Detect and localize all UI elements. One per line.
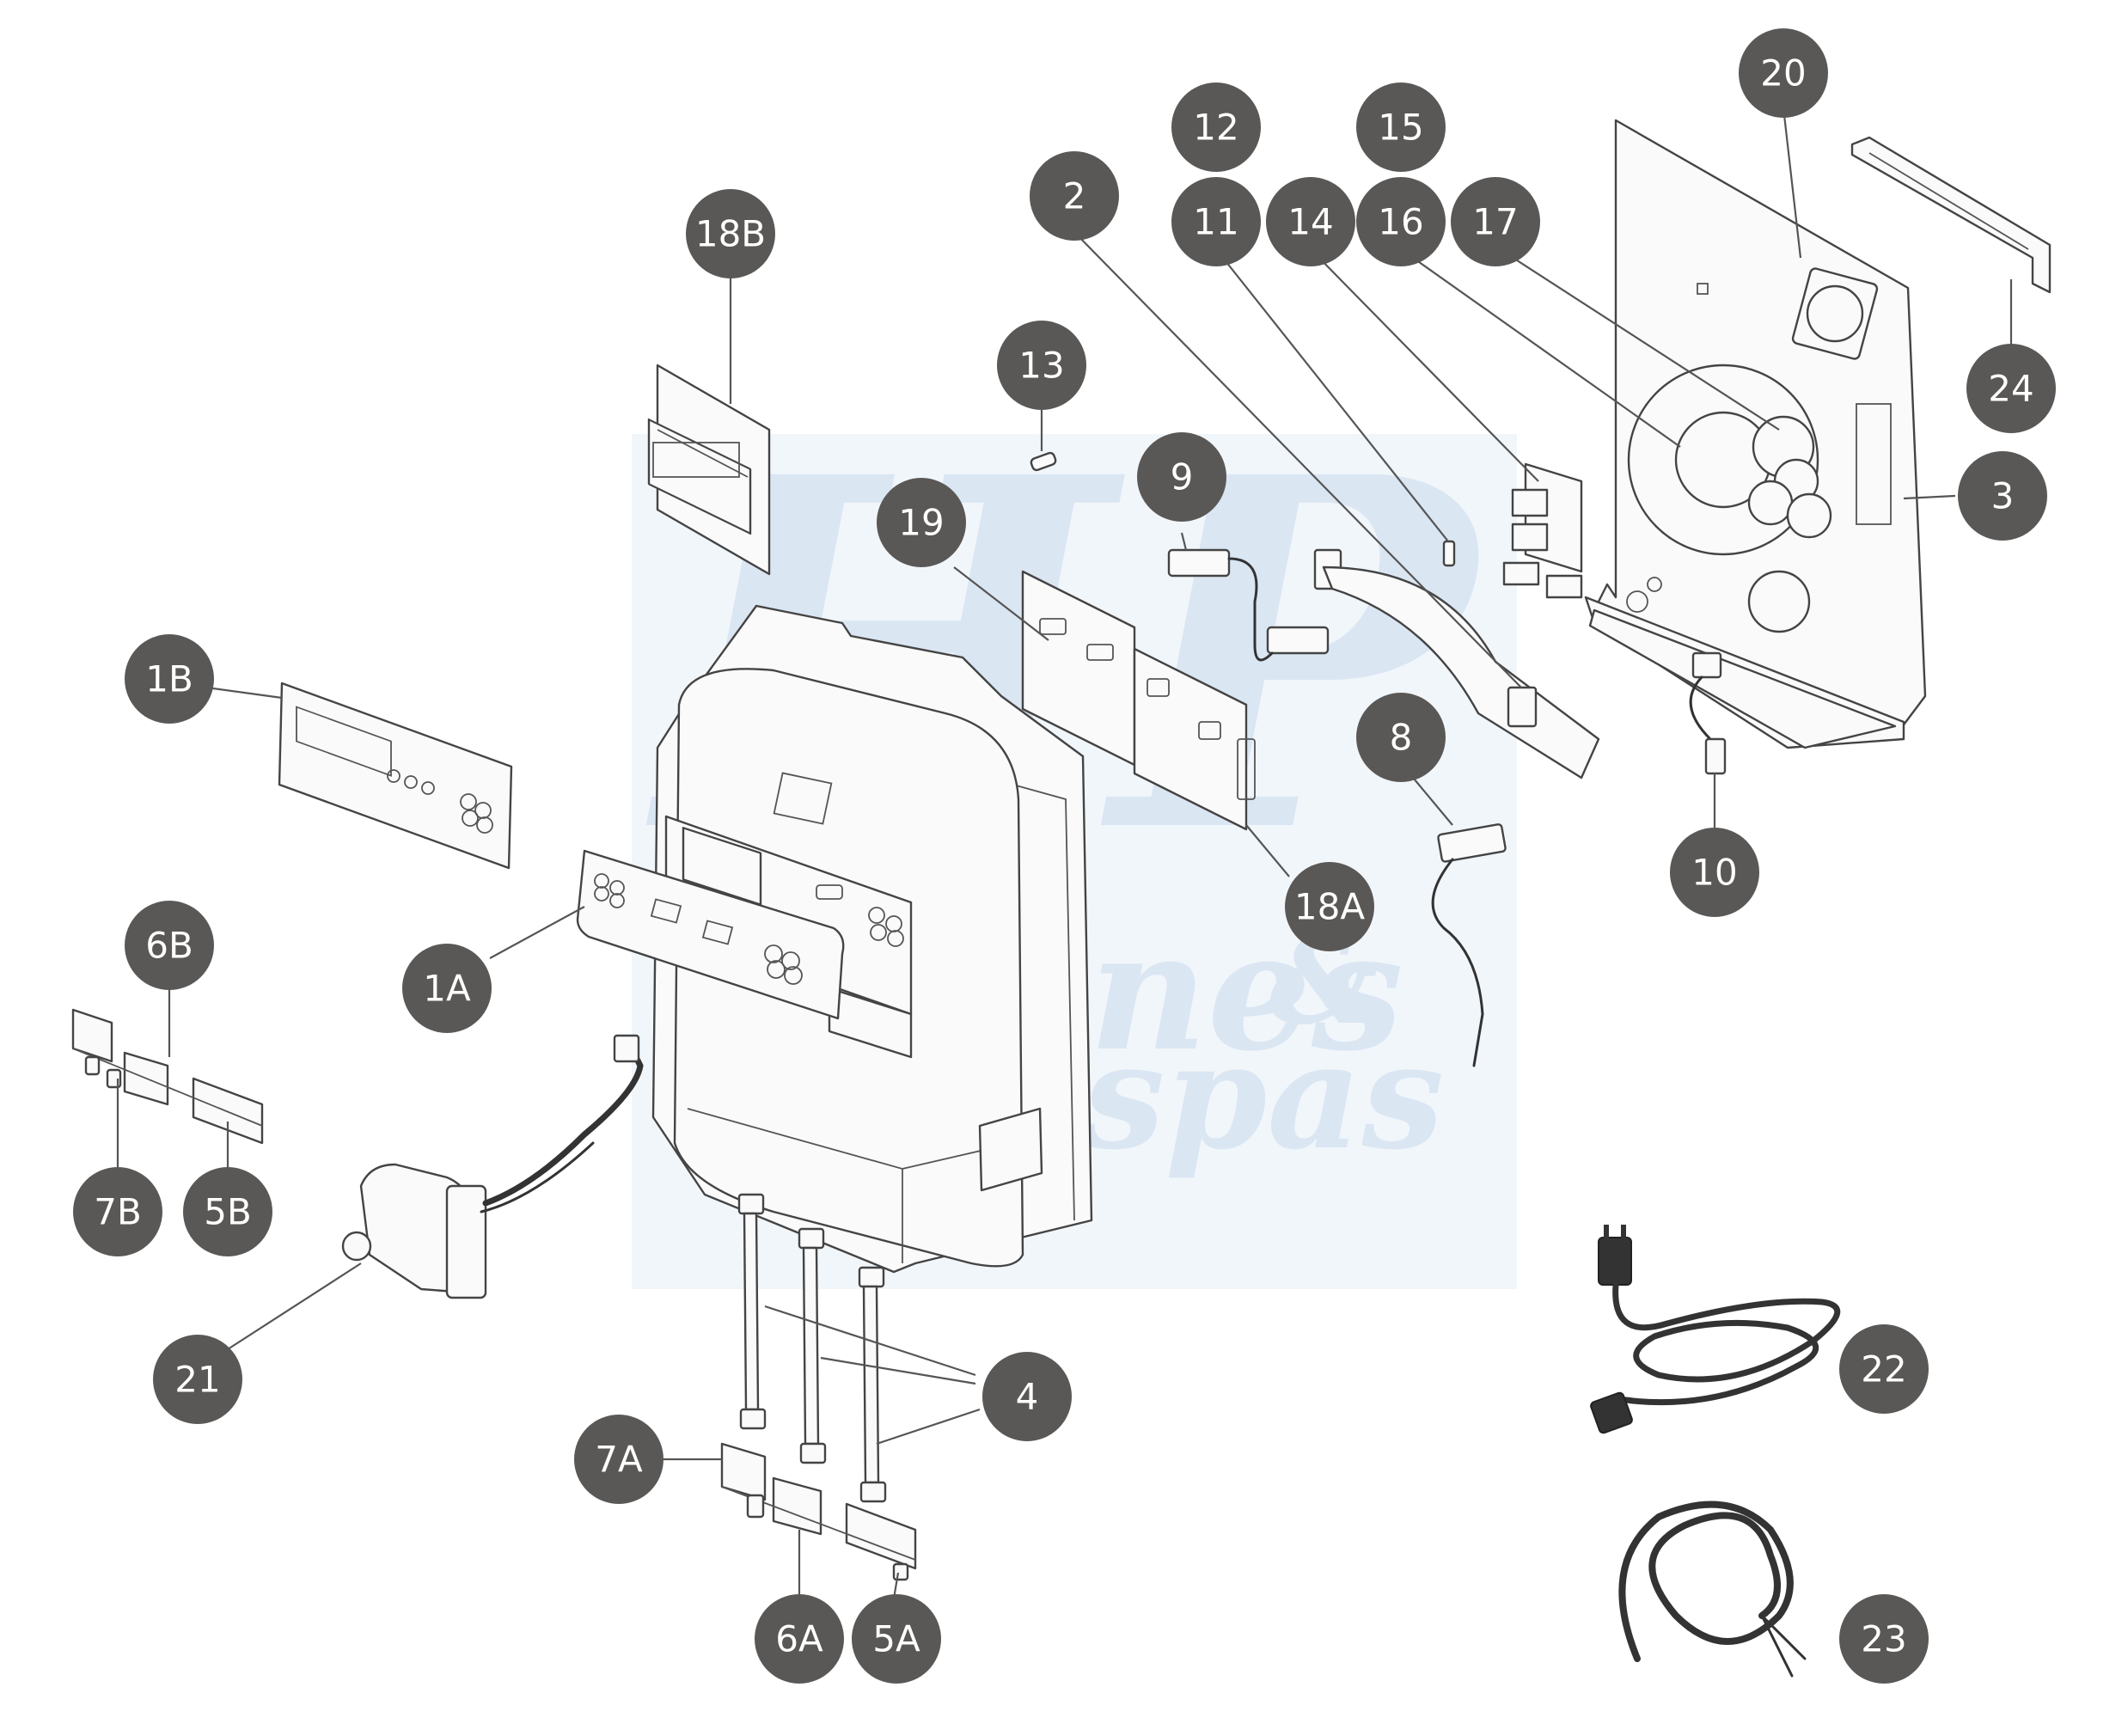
callout-2: 2 [1030, 151, 1119, 241]
svg-text:11: 11 [1193, 201, 1238, 243]
svg-text:14: 14 [1287, 201, 1333, 243]
part-switch-boards-a [720, 1442, 917, 1581]
callout-7b: 7B [73, 1167, 162, 1256]
callout-14: 14 [1266, 177, 1355, 266]
svg-text:23: 23 [1861, 1618, 1906, 1660]
part-sensor-cable-8 [1431, 823, 1507, 1067]
svg-text:22: 22 [1861, 1348, 1906, 1391]
svg-text:7A: 7A [595, 1439, 643, 1481]
svg-text:6B: 6B [145, 925, 193, 967]
svg-text:1A: 1A [423, 968, 471, 1010]
svg-text:6A: 6A [775, 1618, 823, 1660]
svg-text:1B: 1B [145, 658, 193, 700]
callout-1b: 1B [125, 634, 214, 724]
part-overlay-1b [278, 682, 513, 870]
svg-text:4: 4 [1016, 1376, 1039, 1418]
callout-3: 3 [1958, 451, 2047, 541]
svg-text:7B: 7B [94, 1191, 142, 1233]
callout-17: 17 [1451, 177, 1540, 266]
svg-text:19: 19 [898, 502, 944, 544]
svg-text:21: 21 [174, 1359, 220, 1401]
callout-5b: 5B [183, 1167, 272, 1256]
callout-19: 19 [877, 478, 966, 567]
svg-text:13: 13 [1018, 345, 1064, 387]
svg-text:2: 2 [1063, 175, 1086, 217]
callout-21: 21 [153, 1335, 242, 1424]
svg-text:5A: 5A [872, 1618, 920, 1660]
part-main-board-18a [1133, 647, 1256, 831]
part-fuse-13 [1030, 451, 1057, 472]
part-connector-9 [1167, 548, 1330, 662]
part-power-cord-22 [1590, 1225, 1841, 1434]
svg-text:10: 10 [1691, 852, 1737, 894]
svg-text:15: 15 [1378, 107, 1423, 149]
callout-9: 9 [1137, 432, 1226, 522]
svg-text:3: 3 [1991, 475, 2015, 517]
callout-4: 4 [982, 1352, 1072, 1441]
svg-text:5B: 5B [204, 1191, 252, 1233]
part-rail-24 [1850, 136, 2052, 294]
callout-18b: 18B [686, 189, 775, 278]
callout-15: 15 [1356, 83, 1446, 172]
part-overlay-1a [576, 849, 845, 1020]
callout-12: 12 [1171, 83, 1261, 172]
part-actuator-21 [341, 1034, 644, 1299]
part-cable-23 [1618, 1501, 1807, 1678]
callout-11: 11 [1171, 177, 1261, 266]
callout-13: 13 [997, 321, 1086, 410]
svg-text:12: 12 [1193, 107, 1238, 149]
svg-text:20: 20 [1760, 52, 1806, 95]
part-switch-boards-b [71, 1008, 264, 1145]
callout-23: 23 [1839, 1594, 1929, 1684]
callout-10: 10 [1670, 828, 1759, 917]
part-cable-10 [1689, 651, 1727, 775]
part-ribbon-cables-4 [737, 1193, 887, 1503]
svg-text:16: 16 [1378, 201, 1423, 243]
callout-1a: 1A [402, 944, 492, 1033]
callout-22: 22 [1839, 1324, 1929, 1414]
callout-6a: 6A [755, 1594, 844, 1684]
svg-text:17: 17 [1472, 201, 1518, 243]
svg-text:9: 9 [1171, 456, 1194, 498]
svg-text:18B: 18B [695, 213, 766, 255]
callout-16: 16 [1356, 177, 1446, 266]
svg-text:18A: 18A [1294, 886, 1365, 928]
svg-text:8: 8 [1390, 717, 1413, 759]
callout-6b: 6B [125, 901, 214, 990]
part-back-plate-3 [1584, 119, 1927, 749]
part-terminal-block-14 [1502, 462, 1583, 599]
svg-text:24: 24 [1988, 368, 2033, 410]
part-ribbon-cable-2 [1313, 548, 1600, 779]
callout-20: 20 [1739, 28, 1828, 118]
part-main-housing [651, 604, 1093, 1274]
part-11 [1442, 540, 1456, 567]
callout-8: 8 [1356, 693, 1446, 782]
callout-5a: 5A [852, 1594, 941, 1684]
leader-lines [116, 107, 2013, 1599]
watermark-line2: spas [1082, 1011, 1444, 1183]
callout-18a: 18A [1285, 862, 1374, 951]
part-display-board-18b [647, 364, 771, 576]
callout-7a: 7A [574, 1415, 663, 1504]
callout-24: 24 [1966, 344, 2056, 433]
